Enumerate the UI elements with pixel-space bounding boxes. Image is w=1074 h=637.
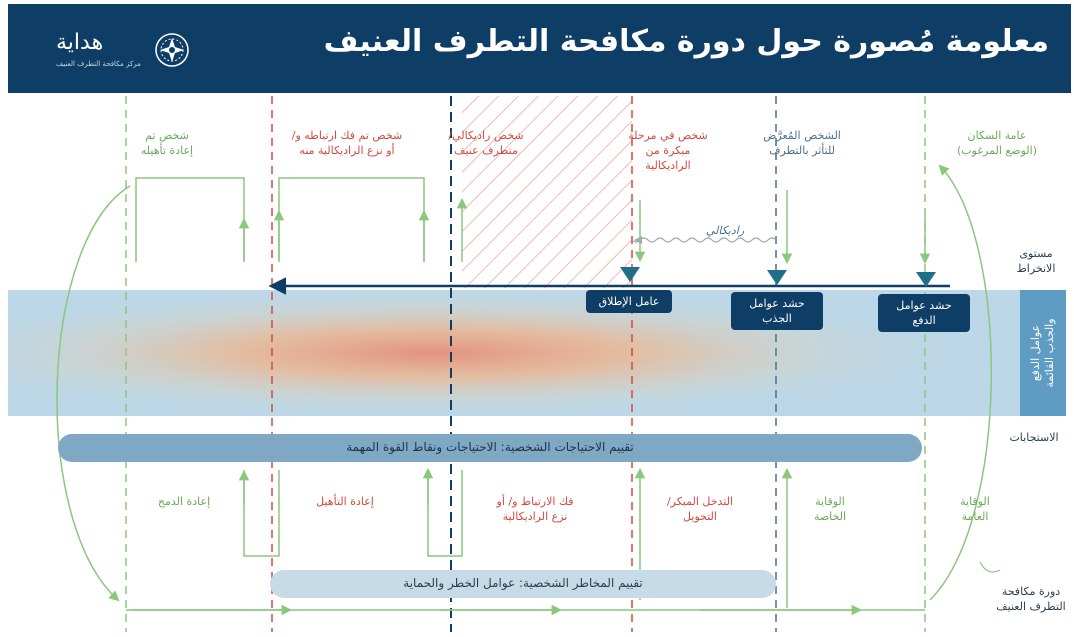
response-general-prevention: الوقاية العامة xyxy=(960,495,990,523)
response-early-intervention: التدخل المبكر/ التحويل xyxy=(666,495,734,523)
cycle-label-pointer xyxy=(979,561,1001,573)
response-special-prevention: الوقاية الخاصة xyxy=(813,495,847,523)
header-bar: معلومة مُصورة حول دورة مكافحة التطرف الع… xyxy=(8,4,1071,93)
needs-assessment-text: تقييم الاحتياجات الشخصية: الاحتياجات ونق… xyxy=(346,440,634,454)
drivers-band-heat xyxy=(8,290,1020,416)
radical-zone-hatch xyxy=(462,96,632,288)
cycle-right-arc xyxy=(929,164,993,601)
responses-label: الاستجابات xyxy=(1009,431,1059,444)
radical-arrow-head xyxy=(634,236,642,244)
needs-assessment-pill xyxy=(58,434,922,462)
column-label-general: عامة السكان (الوضع المرغوب) xyxy=(957,129,1037,157)
drivers-band-side xyxy=(1020,290,1066,416)
push-factors-tag: حشد عوامل الدفع xyxy=(878,294,970,332)
radical-arrow-label: راديكالي xyxy=(705,224,745,237)
logo-subtitle: مركز مكافحة التطرف العنيف xyxy=(56,60,141,68)
trigger-factor-tag: عامل الإطلاق xyxy=(586,290,672,313)
response-rehabilitation: إعادة التأهيل xyxy=(316,495,374,508)
column-label-early: شخص في مرحلة مبكرة من الراديكالية xyxy=(628,129,708,172)
engagement-level-label: مستوى الانخراط xyxy=(1016,247,1056,275)
logo-name: هداية xyxy=(56,30,104,55)
rehab-lower-loop xyxy=(243,470,280,557)
disengaged-upper-loop xyxy=(278,177,425,262)
disengage-lower-loop xyxy=(427,470,463,557)
hedayah-logo: هداية مركز مكافحة التطرف العنيف xyxy=(56,26,216,74)
column-label-disengaged: شخص تم فك ارتباطه و/ أو نزع الراديكالية … xyxy=(291,129,403,157)
column-label-rehabilitated: شخص تم إعادة تأهيله xyxy=(140,129,194,157)
trigger-marker xyxy=(620,267,640,282)
radical-wavy-arrow xyxy=(631,237,777,243)
column-label-radical: شخص راديكالي/ متطرف عنيف xyxy=(448,129,524,157)
pull-marker xyxy=(767,270,787,285)
response-reintegration: إعادة الدمج xyxy=(157,495,211,508)
risk-assessment-pill xyxy=(270,570,776,598)
cycle-left-arc xyxy=(56,185,131,602)
response-disengagement: فك الارتباط و/ أو نزع الراديكالية xyxy=(496,495,574,523)
cycle-label: دورة مكافحة التطرف العنيف xyxy=(996,585,1066,613)
rehab-upper-loop xyxy=(135,177,245,262)
pull-factors-tag: حشد عوامل الجذب xyxy=(731,292,823,330)
page-title: معلومة مُصورة حول دورة مكافحة التطرف الع… xyxy=(323,24,1049,59)
push-marker xyxy=(916,272,936,287)
column-label-vulnerable: الشخص المُعرَّض للتأثر بالتطرف xyxy=(763,129,841,157)
drivers-band-label: عوامل الدفع والجذب القائمة xyxy=(1029,318,1056,388)
drivers-band-label-box: عوامل الدفع والجذب القائمة xyxy=(1020,290,1066,416)
risk-assessment-text: تقييم المخاطر الشخصية: عوامل الخطر والحم… xyxy=(403,576,643,590)
compass-logo-icon xyxy=(155,33,189,67)
